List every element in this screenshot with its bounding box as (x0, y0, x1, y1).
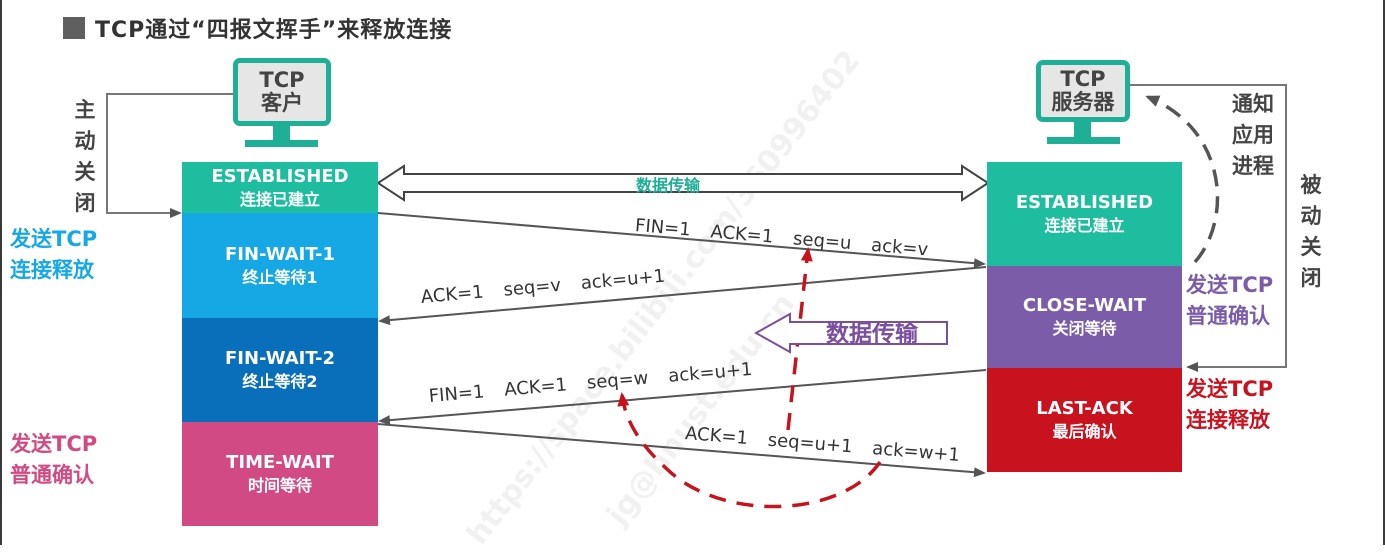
side-label-line: 发送TCP (1186, 273, 1274, 297)
client-active-close-label: 主 动 关 闭 (72, 95, 98, 219)
server-send-fin-label: 发送TCP 连接释放 (1186, 374, 1273, 436)
label-char: 关 (74, 160, 96, 184)
state-name: FIN-WAIT-1 (224, 243, 336, 265)
data-transfer-purple-arrow (753, 312, 948, 354)
label-char: 知 (1253, 92, 1274, 116)
message-arrow-1 (377, 212, 986, 269)
label-char: 进 (1232, 154, 1253, 178)
state-name: ESTABLISHED (1015, 192, 1154, 213)
message-arrow-3 (378, 369, 987, 426)
server-label-line2: 服务器 (1051, 90, 1115, 114)
client-state-time-wait: TIME-WAIT 时间等待 (182, 422, 378, 526)
side-label-line: 连接释放 (10, 258, 94, 282)
label-char: 通 (1232, 92, 1253, 116)
state-description: 连接已建立 (1044, 216, 1125, 235)
label-char: 主 (74, 98, 96, 122)
data-transfer-label: 数据传输 (636, 176, 701, 195)
message-arrow-4 (377, 423, 986, 478)
state-description: 最后确认 (1052, 422, 1117, 441)
server-monitor-icon: TCP 服务器 (1036, 60, 1130, 122)
label-char: 用 (1253, 123, 1274, 147)
state-name: FIN-WAIT-2 (224, 348, 336, 369)
client-send-fin-label: 发送TCP 连接释放 (10, 224, 97, 286)
side-label-line: 连接释放 (1186, 408, 1270, 432)
server-passive-close-label: 被 动 关 闭 (1298, 170, 1324, 294)
left-frame-edge (0, 0, 2, 545)
server-label-line1: TCP (1060, 67, 1106, 91)
message-arrow-2 (378, 266, 987, 326)
state-description: 关闭等待 (1052, 319, 1117, 338)
state-name: CLOSE-WAIT (1022, 295, 1147, 316)
server-data-transfer-label: 数据传输 (826, 321, 918, 347)
state-name: ESTABLISHED (211, 165, 349, 187)
right-frame-edge (1383, 0, 1385, 545)
state-name: LAST-ACK (1036, 398, 1133, 419)
client-state-fin-wait-2: FIN-WAIT-2 终止等待2 (182, 318, 378, 422)
state-description: 终止等待2 (242, 372, 318, 391)
diagram-title: TCP通过“四报文挥手”来释放连接 (95, 18, 453, 43)
notify-app-dashed-curve (1145, 95, 1220, 264)
side-label-line: 普通确认 (10, 463, 94, 487)
side-label-line: 发送TCP (10, 432, 98, 456)
label-char: 动 (74, 129, 96, 153)
title-bullet-icon (63, 17, 85, 39)
label-char: 被 (1300, 173, 1322, 197)
state-description: 时间等待 (247, 476, 312, 495)
client-monitor-base (245, 140, 318, 147)
label-char: 闭 (74, 191, 96, 215)
server-monitor-base (1047, 137, 1120, 144)
client-send-ack-label: 发送TCP 普通确认 (10, 429, 97, 491)
server-state-last-ack: LAST-ACK 最后确认 (987, 368, 1182, 472)
server-state-close-wait: CLOSE-WAIT 关闭等待 (987, 266, 1182, 368)
label-char: 应 (1232, 123, 1253, 147)
label-char: 关 (1300, 235, 1322, 259)
client-monitor-icon: TCP 客户 (233, 58, 331, 126)
label-char: 动 (1300, 204, 1322, 228)
server-send-ack-label: 发送TCP 普通确认 (1186, 270, 1273, 332)
client-state-established: ESTABLISHED 连接已建立 (182, 162, 378, 213)
side-label-line: 发送TCP (1186, 377, 1274, 401)
server-monitor-stand (1074, 122, 1091, 137)
server-notify-app-label: 通知 应用 进程 (1232, 89, 1274, 182)
client-label-line2: 客户 (261, 91, 303, 115)
side-label-line: 发送TCP (10, 227, 98, 251)
client-monitor-stand (273, 126, 290, 140)
side-label-line: 普通确认 (1186, 304, 1270, 328)
label-char: 程 (1253, 154, 1274, 178)
client-label-line1: TCP (259, 68, 305, 92)
state-name: TIME-WAIT (226, 452, 334, 473)
ack-timing-dashed-curve (617, 392, 882, 509)
state-description: 终止等待1 (242, 267, 318, 287)
client-state-fin-wait-1: FIN-WAIT-1 终止等待1 (182, 213, 378, 318)
label-char: 闭 (1300, 266, 1322, 290)
server-passive-close-bracket (1130, 84, 1287, 372)
server-state-established: ESTABLISHED 连接已建立 (987, 162, 1182, 266)
state-description: 连接已建立 (239, 189, 320, 209)
client-active-close-bracket (106, 93, 233, 218)
